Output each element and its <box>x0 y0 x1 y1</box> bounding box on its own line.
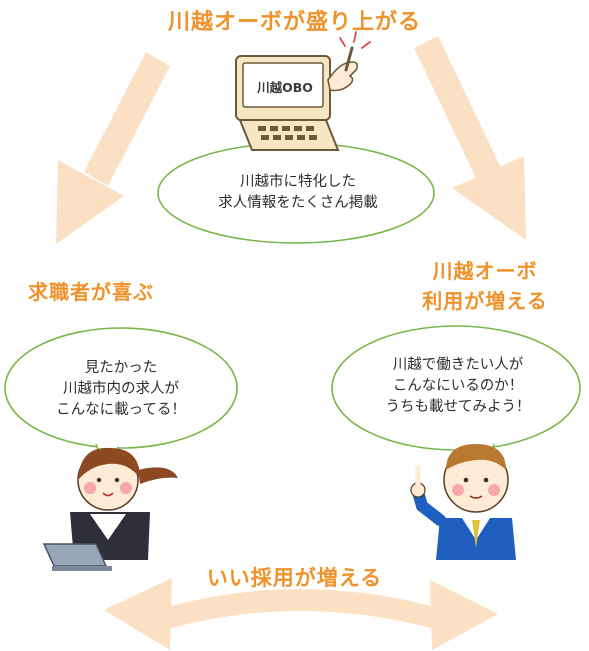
bubble-right-line: うちも載せてみよう！ <box>385 399 531 415</box>
heading-left: 求職者が喜ぶ <box>28 280 154 304</box>
bubble-left-text: 見たかった 川越市内の求人が こんなに載ってる！ <box>16 358 226 421</box>
bubble-top-line: 求人情報をたくさん掲載 <box>218 195 378 211</box>
arrow-down-left <box>56 52 170 244</box>
heading-bottom: いい採用が増える <box>206 566 383 590</box>
man-pointing-illustration <box>410 444 516 560</box>
heading-right: 川越オーボ 利用が増える <box>405 256 565 316</box>
heading-top: 川越オーボが盛り上がる <box>167 10 421 35</box>
bubble-right-line: 川越で働きたい人が <box>392 357 524 373</box>
heading-right-line1: 川越オーボ <box>432 259 538 283</box>
arrow-down-right <box>414 36 526 240</box>
bubble-left-line: こんなに載ってる！ <box>56 402 186 418</box>
arrow-bidirectional <box>104 578 498 650</box>
bubble-right-line: こんなにいるのか！ <box>392 378 524 394</box>
bubble-left-line: 見たかった <box>84 360 158 376</box>
woman-with-laptop-illustration <box>42 447 178 571</box>
bubble-top-text: 川越市に特化した 求人情報をたくさん掲載 <box>178 172 418 214</box>
bubble-left-line: 川越市内の求人が <box>63 381 179 397</box>
bubble-top-line: 川越市に特化した <box>240 174 356 190</box>
bubble-right-text: 川越で働きたい人が こんなにいるのか！ うちも載せてみよう！ <box>342 355 574 418</box>
computer-illustration <box>235 31 371 151</box>
heading-right-line2: 利用が増える <box>422 289 548 313</box>
computer-screen-label: 川越OBO <box>257 80 313 95</box>
